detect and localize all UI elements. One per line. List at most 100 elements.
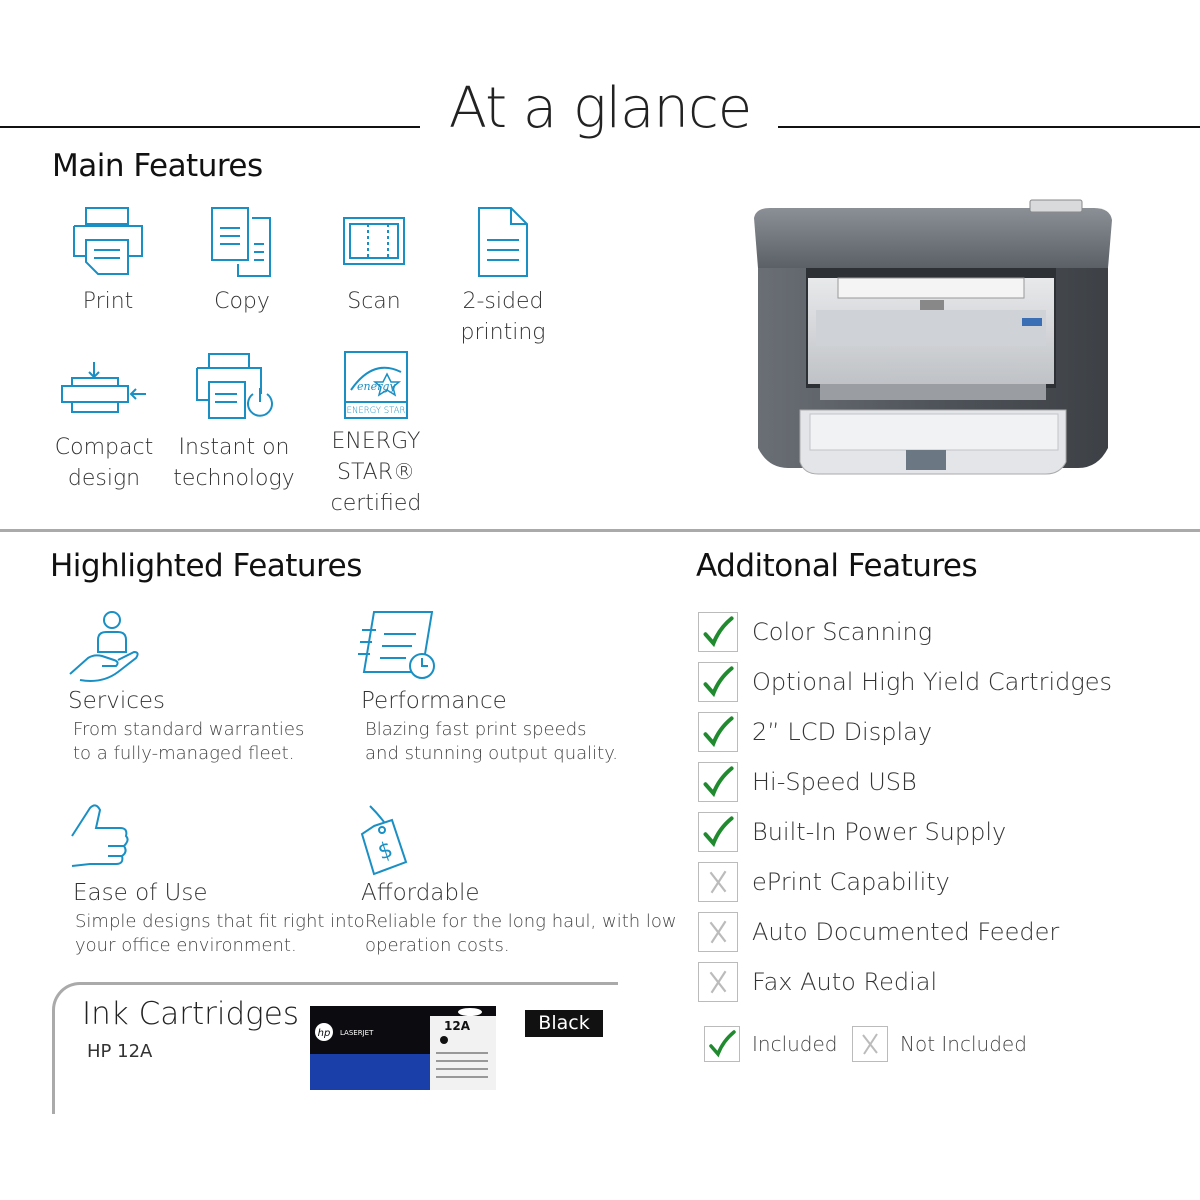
feature-row-label: Built-In Power Supply bbox=[752, 818, 1007, 846]
thumbs-up-icon bbox=[71, 804, 129, 867]
feature-row-label: Color Scanning bbox=[752, 618, 933, 646]
service-hand-icon bbox=[69, 611, 139, 682]
compact-printer-icon bbox=[61, 362, 146, 413]
main-features-heading: Main Features bbox=[52, 148, 263, 184]
feature-scan-label: Scan bbox=[347, 289, 401, 314]
header-rule-left bbox=[0, 126, 420, 128]
checkmark-icon bbox=[703, 766, 734, 798]
affordable-desc-2: operation costs. bbox=[365, 935, 510, 956]
cross-icon bbox=[709, 970, 727, 994]
feature-copy: Copy bbox=[192, 204, 292, 317]
feature-row: ePrint Capability bbox=[698, 860, 950, 904]
not-included-box bbox=[698, 962, 738, 1002]
ink-cartridges-heading: Ink Cartridges bbox=[82, 996, 299, 1032]
feature-2-sided-label-1: 2-sided bbox=[462, 289, 544, 314]
printer-icon bbox=[73, 207, 143, 275]
ink-model: HP 12A bbox=[87, 1041, 153, 1062]
legend-not-included: Not Included bbox=[852, 1026, 1027, 1062]
feature-scan: Scan bbox=[324, 204, 424, 317]
energy-star-icon: energy ENERGY STAR bbox=[344, 351, 408, 419]
feature-instant-on-label-1: Instant on bbox=[178, 435, 290, 460]
checkmark-icon bbox=[703, 666, 734, 698]
feature-row: Auto Documented Feeder bbox=[698, 910, 1059, 954]
ease-of-use-title: Ease of Use bbox=[73, 880, 208, 906]
feature-2-sided-label-2: printing bbox=[460, 320, 546, 345]
included-box bbox=[698, 762, 738, 802]
section-divider bbox=[0, 529, 1200, 532]
feature-row: Color Scanning bbox=[698, 610, 932, 654]
page-title: At a glance bbox=[448, 76, 752, 141]
included-box bbox=[698, 712, 738, 752]
feature-row: Fax Auto Redial bbox=[698, 960, 937, 1004]
color-badge: Black bbox=[525, 1010, 603, 1037]
feature-row: 2” LCD Display bbox=[698, 710, 932, 754]
price-tag-icon: $ bbox=[360, 805, 408, 876]
legend-included: Included bbox=[704, 1026, 838, 1062]
cartridge-brand: LASERJET bbox=[340, 1029, 374, 1037]
svg-text:energy: energy bbox=[357, 380, 396, 393]
instant-on-printer-icon bbox=[196, 353, 273, 419]
feature-row-label: Optional High Yield Cartridges bbox=[752, 668, 1113, 696]
highlighted-features-heading: Highlighted Features bbox=[50, 548, 362, 584]
checkmark-icon bbox=[703, 716, 734, 748]
services-desc-1: From standard warranties bbox=[73, 719, 305, 740]
performance-desc-1: Blazing fast print speeds bbox=[365, 719, 587, 740]
feature-compact-label-1: Compact bbox=[54, 435, 154, 460]
legend-included-label: Included bbox=[752, 1032, 838, 1056]
feature-energy-star-label-1: ENERGY STAR® bbox=[331, 429, 421, 485]
feature-instant-on: Instant on technology bbox=[172, 350, 296, 494]
ink-panel-border bbox=[52, 982, 618, 1114]
scan-icon bbox=[343, 217, 405, 265]
ease-of-use-desc-2: your office environment. bbox=[75, 935, 297, 956]
cartridge-box-image: hp LASERJET 12A bbox=[310, 1006, 496, 1090]
feature-row: Optional High Yield Cartridges bbox=[698, 660, 1112, 704]
feature-row-label: Hi-Speed USB bbox=[752, 768, 917, 796]
feature-row-label: Auto Documented Feeder bbox=[752, 918, 1060, 946]
legend-not-included-label: Not Included bbox=[900, 1032, 1027, 1056]
legend-cross-box bbox=[852, 1026, 888, 1062]
cross-icon bbox=[862, 1033, 878, 1055]
affordable-title: Affordable bbox=[361, 880, 480, 906]
cross-icon bbox=[709, 920, 727, 944]
ease-of-use-desc-1: Simple designs that fit right into bbox=[75, 911, 365, 932]
feature-2-sided: 2-sided printing bbox=[448, 204, 558, 348]
header-rule-right bbox=[778, 126, 1200, 128]
cartridge-model: 12A bbox=[444, 1019, 471, 1033]
feature-row: Built-In Power Supply bbox=[698, 810, 1006, 854]
printer-product-image bbox=[754, 199, 1112, 475]
svg-text:$: $ bbox=[375, 837, 396, 865]
feature-energy-star: energy ENERGY STAR ENERGY STAR® certifie… bbox=[296, 350, 456, 519]
included-box bbox=[698, 812, 738, 852]
feature-print-label: Print bbox=[82, 289, 134, 314]
feature-compact: Compact design bbox=[50, 350, 158, 494]
legend-check-box bbox=[704, 1026, 740, 1062]
feature-row: Hi-Speed USB bbox=[698, 760, 917, 804]
feature-row-label: 2” LCD Display bbox=[752, 718, 933, 746]
document-icon bbox=[478, 207, 528, 277]
not-included-box bbox=[698, 862, 738, 902]
additional-features-heading: Additonal Features bbox=[696, 548, 978, 584]
feature-row-label: ePrint Capability bbox=[752, 868, 950, 896]
cross-icon bbox=[709, 870, 727, 894]
not-included-box bbox=[698, 912, 738, 952]
feature-row-label: Fax Auto Redial bbox=[752, 968, 938, 996]
services-desc-2: to a fully-managed fleet. bbox=[73, 743, 295, 764]
checkmark-icon bbox=[703, 816, 734, 848]
energy-star-logo-text: ENERGY STAR bbox=[347, 406, 406, 416]
services-title: Services bbox=[68, 688, 165, 714]
feature-compact-label-2: design bbox=[67, 466, 141, 491]
feature-energy-star-label-2: certified bbox=[330, 491, 422, 516]
affordable-desc-1: Reliable for the long haul, with low bbox=[365, 911, 677, 932]
feature-copy-label: Copy bbox=[214, 289, 270, 314]
checkmark-icon bbox=[709, 1030, 736, 1058]
checkmark-icon bbox=[703, 616, 734, 648]
feature-print: Print bbox=[58, 204, 158, 317]
included-box bbox=[698, 612, 738, 652]
fast-document-icon bbox=[358, 611, 435, 679]
copy-icon bbox=[211, 207, 271, 277]
svg-text:hp: hp bbox=[318, 1028, 331, 1039]
included-box bbox=[698, 662, 738, 702]
feature-instant-on-label-2: technology bbox=[173, 466, 295, 491]
performance-title: Performance bbox=[361, 688, 507, 714]
performance-desc-2: and stunning output quality. bbox=[365, 743, 619, 764]
